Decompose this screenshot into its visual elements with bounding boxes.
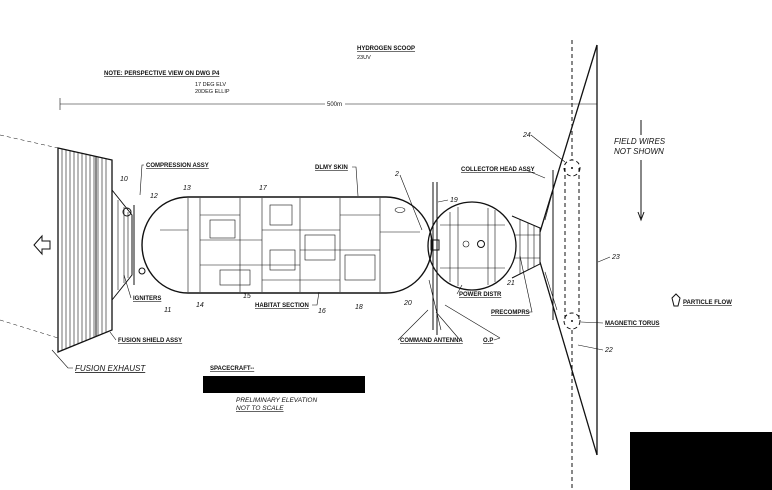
callout-15: 15 bbox=[243, 293, 251, 300]
scoop-subtitle: 23UV bbox=[357, 55, 371, 61]
particle-flow-icon bbox=[671, 293, 681, 307]
particle-flow-label: PARTICLE FLOW bbox=[683, 300, 732, 306]
label-fusion-exhaust: FUSION EXHAUST bbox=[75, 364, 146, 373]
callout-numbers: 10 12 13 17 2 19 11 14 15 16 18 20 21 23… bbox=[120, 132, 620, 354]
callout-20: 20 bbox=[403, 300, 412, 307]
label-dlmy-skin: DLMY SKIN bbox=[315, 165, 348, 171]
habitat-section bbox=[141, 196, 433, 294]
label-precomprs: PRECOMPRS bbox=[491, 310, 530, 316]
callout-16: 16 bbox=[318, 308, 326, 315]
label-command-antenna: COMMAND ANTENNA bbox=[400, 338, 463, 344]
elevation-note: 17 DEG ELV bbox=[195, 82, 226, 88]
callout-21: 21 bbox=[506, 280, 515, 287]
callout-24: 24 bbox=[522, 132, 531, 139]
command-antenna bbox=[428, 182, 442, 335]
label-fusion-shield: FUSION SHIELD ASSY bbox=[118, 338, 182, 344]
callout-10: 10 bbox=[120, 176, 128, 183]
redacted-corner-block bbox=[630, 432, 772, 490]
label-op: O.P bbox=[483, 338, 493, 344]
power-module bbox=[427, 201, 517, 291]
callout-17: 17 bbox=[259, 185, 268, 192]
scoop-title: HYDROGEN SCOOP bbox=[357, 46, 415, 52]
label-collector-head: COLLECTOR HEAD ASSY bbox=[461, 167, 535, 173]
callout-19: 19 bbox=[450, 197, 458, 204]
callout-23: 23 bbox=[611, 254, 620, 261]
collector-head bbox=[539, 44, 598, 456]
label-compression-assy: COMPRESSION ASSY bbox=[146, 163, 209, 169]
preliminary-elevation-label: PRELIMINARY ELEVATION bbox=[236, 397, 317, 404]
callout-2: 2 bbox=[394, 171, 399, 178]
label-magnetic-torus: MAGNETIC TORUS bbox=[605, 321, 660, 327]
spacecraft-label: SPACECRAFT-- bbox=[210, 366, 254, 372]
component-labels: COMPRESSION ASSY DLMY SKIN COLLECTOR HEA… bbox=[51, 163, 660, 373]
label-power-distr: POWER DISTR bbox=[459, 292, 502, 298]
field-wires-label: FIELD WIRES bbox=[614, 137, 666, 146]
label-igniters: IGNITERS bbox=[133, 296, 161, 302]
exhaust-arrow-icon bbox=[33, 234, 51, 256]
callout-13: 13 bbox=[183, 185, 191, 192]
callout-12: 12 bbox=[150, 193, 158, 200]
dimension-line: 500m bbox=[59, 98, 597, 110]
ellipse-note: 20DEG ELLIP bbox=[195, 89, 230, 95]
callout-11: 11 bbox=[164, 307, 171, 314]
magnetic-torus bbox=[563, 40, 581, 490]
fusion-shield bbox=[57, 147, 113, 353]
callout-14: 14 bbox=[196, 302, 204, 309]
dimension-label: 500m bbox=[327, 102, 342, 108]
note-text: NOTE: PERSPECTIVE VIEW ON DWG P4 bbox=[104, 71, 220, 77]
field-wires-note: NOT SHOWN bbox=[614, 147, 664, 156]
redacted-block bbox=[203, 376, 365, 393]
label-habitat-section: HABITAT SECTION bbox=[255, 303, 309, 309]
callout-22: 22 bbox=[604, 347, 613, 354]
callout-18: 18 bbox=[355, 304, 363, 311]
not-to-scale-label: NOT TO SCALE bbox=[236, 405, 284, 412]
